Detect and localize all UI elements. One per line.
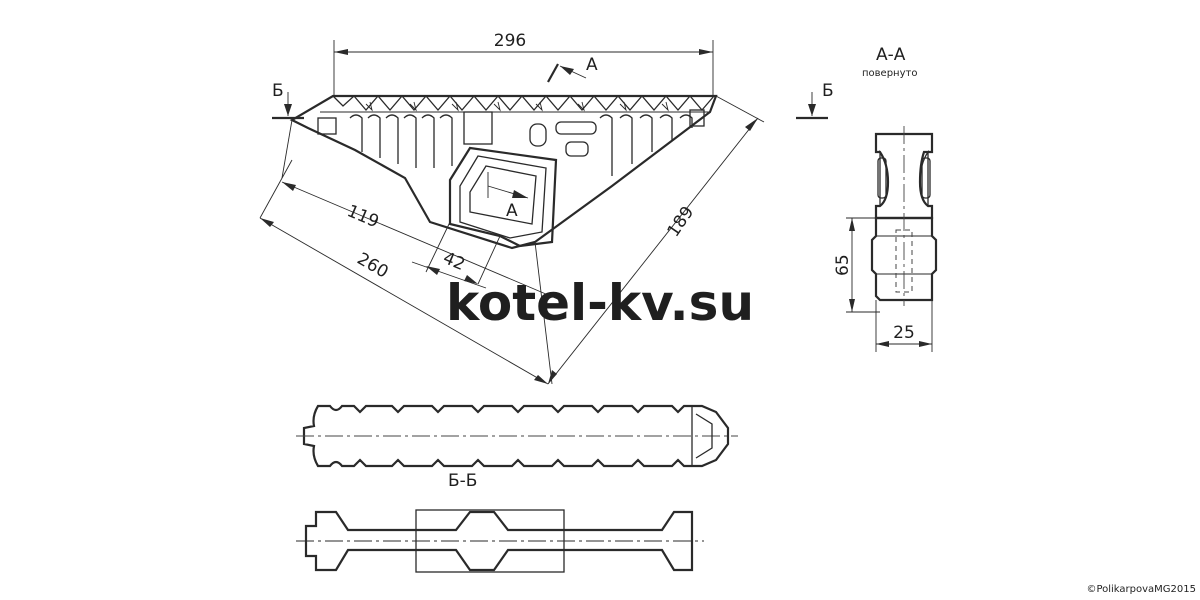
dimension-260: 260 — [259, 159, 549, 385]
main-view: 296 — [259, 31, 834, 385]
dimension-65: 65 — [833, 217, 880, 313]
section-b-right-label: Б — [822, 81, 834, 101]
dimension-25-label: 25 — [893, 323, 915, 343]
dimension-296: 296 — [333, 31, 714, 96]
watermark: kotel-kv.su — [446, 274, 754, 332]
dimension-189-label: 189 — [664, 203, 699, 241]
section-b-left-label: Б — [272, 81, 284, 101]
section-aa-note: повернуто — [862, 68, 917, 79]
dimension-42-label: 42 — [440, 248, 468, 275]
section-bb — [296, 509, 704, 573]
dimension-119-label: 119 — [344, 201, 382, 232]
plan-view — [296, 404, 738, 468]
dimension-25: 25 — [875, 300, 933, 352]
dimension-260-label: 260 — [354, 249, 392, 283]
dimension-65-label: 65 — [833, 254, 853, 276]
cut-a-top-marker: А — [547, 55, 598, 83]
cut-a-top-label: А — [586, 55, 598, 75]
section-aa-title: А-А — [876, 45, 906, 65]
dimension-119: 119 — [281, 119, 561, 301]
grate-bar-body: А — [289, 94, 718, 250]
section-aa: А-А повернуто 65 25 — [833, 45, 938, 352]
dimension-296-label: 296 — [494, 31, 526, 51]
section-bb-title: Б-Б — [448, 471, 477, 491]
dimension-189: 189 — [534, 95, 765, 385]
section-b-markers: Б Б — [272, 81, 834, 120]
cut-a-inner-label: А — [506, 201, 518, 221]
copyright: ©PolikarpovaMG2015 — [1086, 584, 1196, 595]
